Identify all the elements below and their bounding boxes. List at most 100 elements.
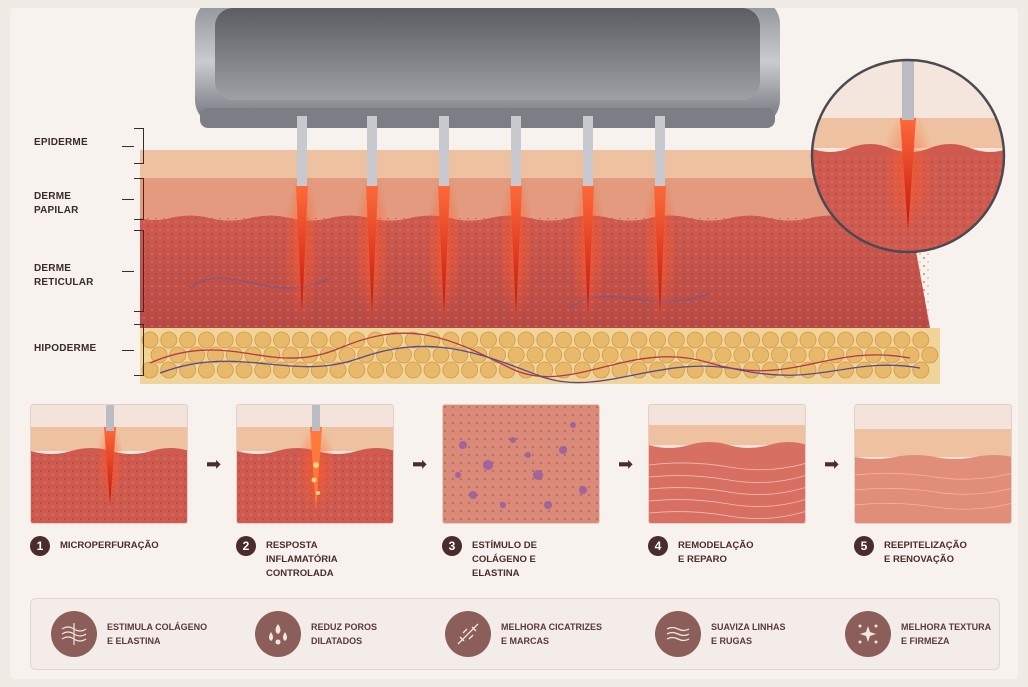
fat-cell	[311, 362, 327, 378]
step-label-1: MICROPERFURAÇÃO	[60, 536, 159, 553]
fat-cell	[424, 332, 440, 348]
step-number-1: 1	[30, 536, 50, 556]
fat-cell	[198, 332, 214, 348]
fat-cell	[809, 347, 825, 363]
fat-cell	[189, 347, 205, 363]
step-remodelacao: 4 REMODELAÇÃO E REPARO	[648, 404, 806, 567]
sparkle-texture-icon	[845, 611, 891, 657]
needle	[426, 116, 462, 323]
fat-cell	[706, 332, 722, 348]
benefit-label-5: MELHORA TEXTURA E FIRMEZA	[901, 620, 991, 648]
fat-cell	[386, 362, 402, 378]
fat-cell	[217, 332, 233, 348]
bracket-hipoderme	[134, 324, 144, 376]
fat-cell	[480, 362, 496, 378]
arrow-right-icon: ➡	[824, 454, 839, 475]
layer-label-derme-reticular: DERME RETICULAR	[34, 262, 94, 290]
fat-cell	[311, 332, 327, 348]
arrow-right-icon: ➡	[206, 454, 221, 475]
arrow-right-icon: ➡	[412, 454, 427, 475]
fat-cell	[583, 347, 599, 363]
fat-cell	[180, 332, 196, 348]
fat-cell	[687, 332, 703, 348]
benefit-label-3: MELHORA CICATRIZES E MARCAS	[501, 620, 602, 648]
fat-cell	[556, 332, 572, 348]
fat-cell	[292, 332, 308, 348]
benefit-textura: MELHORA TEXTURA E FIRMEZA	[845, 611, 991, 657]
fat-cell	[771, 347, 787, 363]
fat-cell	[537, 332, 553, 348]
step-4-image	[648, 404, 806, 524]
fat-cell	[217, 362, 233, 378]
step-resposta-inflamatoria: 2 RESPOSTA INFLAMATÓRIA CONTROLADA	[236, 404, 394, 581]
benefits-bar: ESTIMULA COLÁGENO E ELASTINA REDUZ POROS…	[30, 598, 1000, 670]
fat-cell	[574, 332, 590, 348]
fat-cell	[781, 332, 797, 348]
fat-cell	[715, 347, 731, 363]
needle	[498, 116, 534, 323]
fat-cell	[819, 332, 835, 348]
infographic-frame: EPIDERME DERME PAPILAR DERME RETICULAR H…	[10, 8, 1018, 679]
fat-cell	[480, 332, 496, 348]
bracket-derme-reticular	[134, 230, 144, 312]
fat-cell	[913, 332, 929, 348]
fat-cell	[236, 332, 252, 348]
bracket-derme-papilar	[134, 178, 144, 220]
fat-cell	[161, 332, 177, 348]
microneedling-device	[195, 8, 780, 128]
collagen-fibers-icon	[51, 611, 97, 657]
fat-cell	[753, 347, 769, 363]
fat-cell	[368, 332, 384, 348]
benefit-label-1: ESTIMULA COLÁGENO E ELASTINA	[107, 620, 207, 648]
fat-cell	[405, 362, 421, 378]
fat-cell	[819, 362, 835, 378]
fat-cell	[659, 347, 675, 363]
fat-cell	[612, 332, 628, 348]
bracket-epiderme	[134, 128, 144, 164]
fat-cell	[744, 332, 760, 348]
needle	[570, 116, 606, 323]
fat-cell	[301, 347, 317, 363]
fat-cell	[274, 332, 290, 348]
fat-cell	[264, 347, 280, 363]
fat-cell	[462, 362, 478, 378]
fat-cell	[602, 347, 618, 363]
process-steps: 1 MICROPERFURAÇÃO ➡	[10, 404, 1018, 594]
step-microperfuracao: 1 MICROPERFURAÇÃO	[30, 404, 188, 556]
fat-cell	[358, 347, 374, 363]
fat-cell	[433, 347, 449, 363]
benefit-poros: REDUZ POROS DILATADOS	[255, 611, 377, 657]
benefit-label-4: SUAVIZA LINHAS E RUGAS	[711, 620, 786, 648]
fat-cell	[443, 362, 459, 378]
layer-labels: EPIDERME DERME PAPILAR DERME RETICULAR H…	[10, 8, 160, 408]
step-number-3: 3	[442, 536, 462, 556]
fat-cell	[640, 347, 656, 363]
step-number-5: 5	[854, 536, 874, 556]
fat-cell	[593, 332, 609, 348]
step-label-4: REMODELAÇÃO E REPARO	[678, 536, 753, 567]
arrow-right-icon: ➡	[618, 454, 633, 475]
layer-label-derme-papilar: DERME PAPILAR	[34, 190, 79, 218]
fat-cell	[903, 347, 919, 363]
fat-cell	[565, 347, 581, 363]
benefit-linhas: SUAVIZA LINHAS E RUGAS	[655, 611, 786, 657]
fat-cell	[875, 332, 891, 348]
benefit-colageno: ESTIMULA COLÁGENO E ELASTINA	[51, 611, 207, 657]
fat-cell	[894, 332, 910, 348]
fat-cell	[320, 347, 336, 363]
wavy-lines-icon	[655, 611, 701, 657]
step-1-image	[30, 404, 188, 524]
fat-cell	[292, 362, 308, 378]
fat-cell	[668, 332, 684, 348]
fat-cell	[650, 332, 666, 348]
needle	[642, 116, 678, 323]
layer-label-epiderme: EPIDERME	[34, 136, 88, 150]
fat-cell	[856, 362, 872, 378]
step-label-3: ESTÍMULO DE COLÁGENO E ELASTINA	[472, 536, 537, 581]
fat-cell	[838, 332, 854, 348]
layer-label-hipoderme: HIPODERME	[34, 342, 96, 356]
fat-cell	[226, 347, 242, 363]
step-2-image	[236, 404, 394, 524]
fat-cell	[349, 362, 365, 378]
step-label-2: RESPOSTA INFLAMATÓRIA CONTROLADA	[266, 536, 338, 581]
